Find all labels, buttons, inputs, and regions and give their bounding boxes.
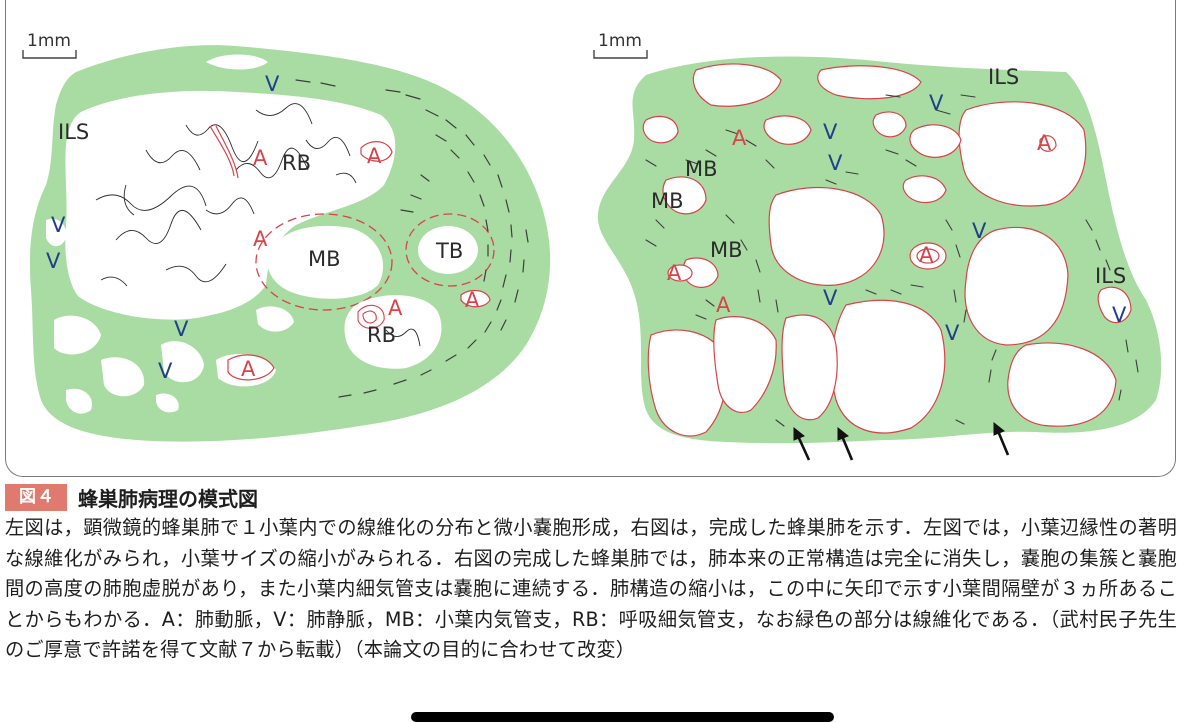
figure-caption: 左図は，顕微鏡的蜂巣肺で１小葉内での線維化の分布と微小嚢胞形成，右図は，完成した… — [5, 516, 1177, 661]
left-label-v4: V — [174, 317, 189, 341]
left-mb-structure — [255, 213, 393, 311]
arrow-icon — [837, 426, 854, 461]
right-label-v4: V — [972, 219, 987, 243]
figure-title-row: 図４ 蜂巣肺病理の模式図 — [5, 484, 258, 511]
figure-frame: 1mm — [5, 0, 1176, 477]
left-label-a1: A — [253, 146, 268, 170]
right-label-a4: A — [667, 261, 682, 285]
right-label-v5: V — [823, 286, 838, 310]
left-tb-structure — [405, 213, 495, 287]
left-label-rb1: RB — [282, 151, 311, 175]
left-label-v3: V — [46, 249, 61, 273]
right-panel: 1mm — [593, 31, 1162, 461]
left-label-v1: V — [265, 72, 280, 96]
right-label-mb2: MB — [651, 189, 684, 213]
right-label-v3: V — [828, 151, 843, 175]
left-alveolar-walls — [95, 103, 357, 287]
left-panel: 1mm — [22, 31, 551, 442]
honeycomb-lung-schematic: 1mm — [22, 31, 1162, 461]
left-label-a5: A — [465, 288, 480, 312]
right-label-a1: A — [732, 126, 747, 150]
left-label-rb2: RB — [367, 323, 396, 347]
figure-number-badge: 図４ — [5, 484, 67, 511]
left-label-tb: TB — [435, 239, 463, 263]
arrow-icon — [793, 426, 811, 461]
right-septum-arrows — [793, 421, 1010, 461]
right-arteries — [667, 135, 1057, 282]
left-alveolar-region — [65, 90, 396, 320]
right-scale-label: 1mm — [598, 31, 642, 51]
arrow-icon — [993, 421, 1010, 456]
right-label-a3: A — [919, 243, 934, 267]
left-label-v2: V — [51, 213, 66, 237]
left-scale-label: 1mm — [27, 31, 71, 51]
left-label-a2: A — [367, 144, 382, 168]
right-label-v7: V — [1112, 303, 1127, 327]
left-rb-lower-structure — [344, 295, 442, 369]
right-label-v6: V — [945, 321, 960, 345]
left-label-mb: MB — [308, 247, 341, 271]
right-label-ils1: ILS — [988, 65, 1019, 89]
left-label-a4: A — [388, 296, 403, 320]
right-cysts — [642, 63, 1132, 437]
right-scale-bar: 1mm — [593, 31, 648, 59]
right-label-a5: A — [716, 293, 731, 317]
left-label-a3: A — [253, 227, 268, 251]
figure-title: 蜂巣肺病理の模式図 — [78, 487, 258, 511]
left-label-ils: ILS — [58, 120, 89, 144]
left-label-v5: V — [158, 359, 173, 383]
right-label-ils2: ILS — [1095, 264, 1126, 288]
left-scale-bar: 1mm — [22, 31, 77, 59]
left-fibrosis-streaks — [295, 79, 529, 398]
left-small-cysts — [46, 54, 294, 414]
right-label-a2: A — [1037, 131, 1052, 155]
home-indicator[interactable] — [411, 712, 834, 722]
right-label-v2: V — [823, 120, 838, 144]
left-arteries — [209, 125, 491, 381]
right-label-mb3: MB — [710, 238, 743, 262]
right-fibrosis-streaks — [645, 94, 1139, 427]
left-label-a6: A — [241, 357, 256, 381]
right-label-v1: V — [929, 91, 944, 115]
right-label-mb1: MB — [685, 157, 718, 181]
